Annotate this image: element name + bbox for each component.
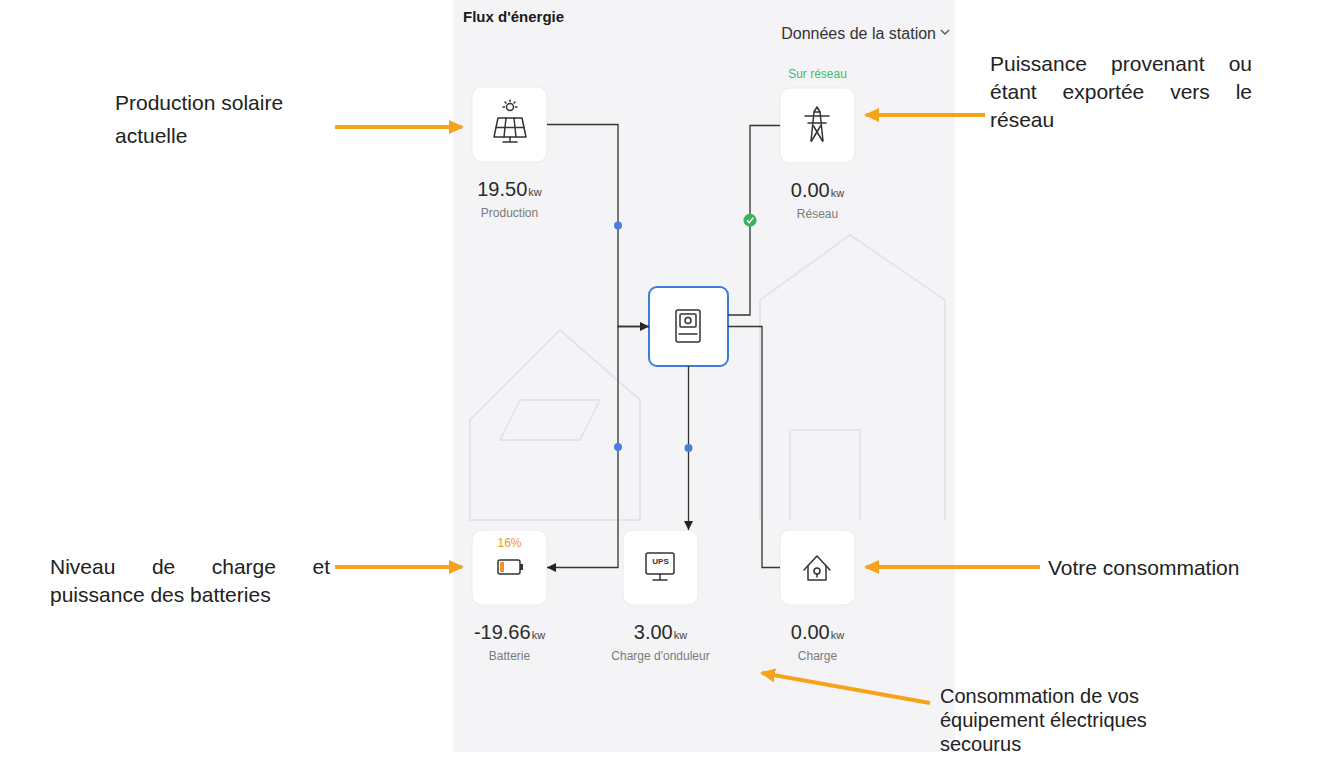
house-watermark: [470, 235, 945, 520]
grid-tower-icon: [805, 107, 829, 141]
node-label: Réseau: [718, 207, 918, 222]
load-node: 0.00kwCharge: [780, 530, 855, 605]
value-block: -19.66kwBatterie: [410, 620, 610, 664]
callout-text: Niveau de charge et puissance des batter…: [50, 553, 330, 609]
flow-dot: [685, 444, 693, 452]
power-unit: kw: [528, 186, 541, 198]
power-value: -19.66: [474, 621, 531, 643]
callout-text: Puissance provenant ou étant exportée ve…: [990, 50, 1252, 134]
home-icon: [804, 556, 830, 580]
panel: [453, 0, 955, 752]
flow-connector: [728, 126, 780, 316]
node-label: Charge d'onduleur: [561, 649, 761, 664]
flow-connector: [728, 327, 780, 568]
flow-dot: [614, 443, 622, 451]
power-unit: kw: [674, 629, 687, 641]
callout-arrow: [866, 565, 1040, 569]
power-value: 0.00: [791, 621, 830, 643]
callout-arrow: [762, 673, 930, 703]
callout-text: Votre consommation: [1048, 554, 1288, 582]
ups-node: UPS3.00kwCharge d'onduleur: [623, 530, 698, 605]
dropdown-chevron: [941, 30, 949, 34]
power-value: 3.00: [634, 621, 673, 643]
callout-text: Consommation de vos équipement électriqu…: [940, 684, 1180, 756]
solar-icon: [494, 100, 526, 142]
callout-arrow: [335, 565, 462, 569]
battery-node: 16%-19.66kwBatterie: [472, 530, 547, 605]
power-value: 19.50: [477, 178, 527, 200]
value-block: 3.00kwCharge d'onduleur: [561, 620, 761, 664]
power-unit: kw: [532, 629, 545, 641]
node-tile: [780, 530, 855, 605]
node-tile: [649, 287, 728, 366]
status-check: [744, 214, 757, 227]
node-label: Charge: [718, 649, 918, 664]
charge-percent: 16%: [472, 536, 547, 550]
value-row: 0.00kw: [718, 178, 918, 205]
device-icons: [494, 100, 830, 580]
callout-arrow: [335, 125, 462, 129]
value-block: 0.00kwCharge: [718, 620, 918, 664]
node-label: Batterie: [410, 649, 610, 664]
panel-title: Flux d'énergie: [463, 8, 564, 25]
flow-connector: [547, 327, 649, 568]
status-text: Sur réseau: [760, 67, 875, 81]
inverter-icon: [676, 310, 700, 342]
node-tile: [623, 530, 698, 605]
power-unit: kw: [831, 629, 844, 641]
grid-node: Sur réseau0.00kwRéseau: [780, 88, 855, 163]
callout-text: Production solaire actuelle: [115, 86, 340, 152]
flow-connector: [547, 125, 649, 327]
value-row: 19.50kw: [410, 177, 610, 204]
value-row: 3.00kw: [561, 620, 761, 647]
power-value: 0.00: [791, 179, 830, 201]
node-label: Production: [410, 206, 610, 221]
value-block: 19.50kwProduction: [410, 177, 610, 221]
node-tile: [472, 530, 547, 605]
node-tile: [780, 88, 855, 163]
inverter-node: [649, 287, 728, 366]
callout-arrow: [866, 113, 985, 117]
power-unit: kw: [831, 187, 844, 199]
icon-text: UPS: [623, 557, 698, 567]
station-selector: Données de la station: [700, 24, 936, 44]
value-block: 0.00kwRéseau: [718, 178, 918, 222]
value-row: 0.00kw: [718, 620, 918, 647]
value-row: -19.66kw: [410, 620, 610, 647]
callout-arrows: [335, 115, 1040, 703]
flow-dot: [614, 222, 622, 230]
battery-icon: [498, 560, 523, 574]
solar-node: 19.50kwProduction: [472, 87, 547, 162]
node-tile: [472, 87, 547, 162]
